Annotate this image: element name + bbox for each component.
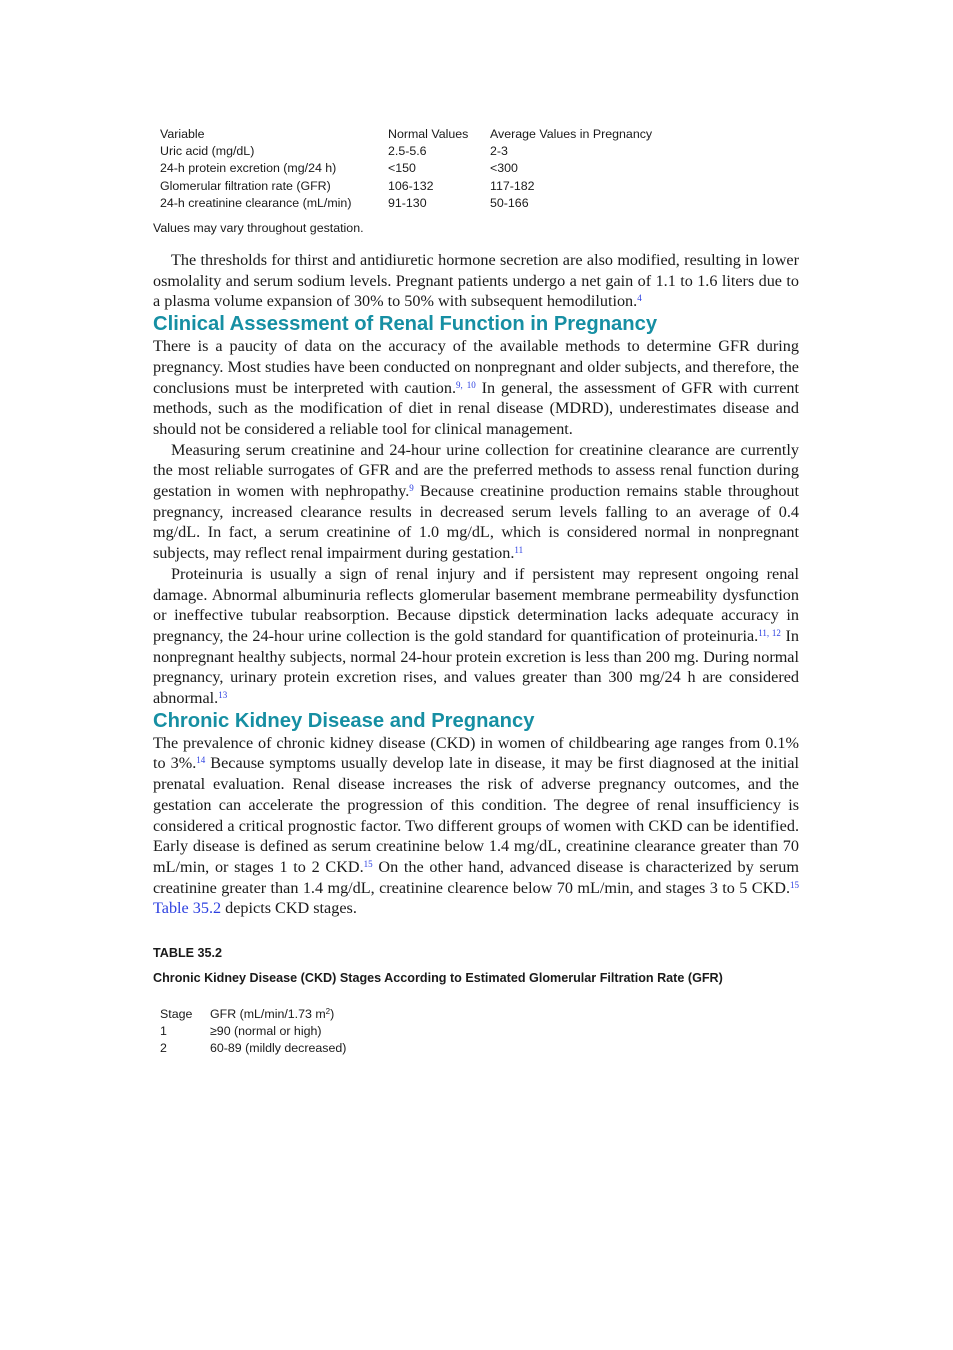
citation-link[interactable]: 11 bbox=[514, 545, 524, 556]
table-row: 1 ≥90 (normal or high) bbox=[160, 1023, 346, 1040]
table-header-cell: Normal Values bbox=[388, 127, 469, 141]
paragraph-text: Because creatinine production remains st… bbox=[153, 482, 800, 563]
superscript: 2 bbox=[325, 1006, 331, 1016]
table-footnote: Values may vary throughout gestation. bbox=[153, 221, 364, 236]
table-row: 2 60-89 (mildly decreased) bbox=[160, 1040, 346, 1057]
table-cell: 117-182 bbox=[490, 178, 535, 193]
table-cell: <150 bbox=[388, 161, 416, 176]
table-cell: ≥90 (normal or high) bbox=[210, 1023, 322, 1038]
table-cell: 2 bbox=[160, 1041, 167, 1056]
table-header-cell: Average Values in Pregnancy bbox=[490, 127, 653, 141]
table-cell: 1 bbox=[160, 1023, 167, 1038]
table-cell: 50-166 bbox=[490, 195, 529, 210]
citation-link[interactable]: 15 bbox=[790, 879, 799, 890]
table-header-cell: Variable bbox=[160, 127, 205, 141]
header-text: ) bbox=[330, 1006, 335, 1021]
paragraph-text: In general, the assessment of GFR with c… bbox=[153, 378, 799, 438]
citation-link[interactable]: 11, 12 bbox=[758, 627, 781, 638]
citation-link[interactable]: 9, 10 bbox=[456, 379, 476, 390]
page-content: Variable Normal Values Average Values in… bbox=[153, 126, 799, 1057]
section-heading: Clinical Assessment of Renal Function in… bbox=[153, 313, 658, 336]
body-paragraph: Proteinuria is usually a sign of renal i… bbox=[153, 564, 799, 709]
table-cell: 106-132 bbox=[388, 178, 434, 193]
table-header-cell: Stage bbox=[160, 1006, 193, 1021]
table-cell: 2.5-5.6 bbox=[388, 144, 427, 159]
citation-link[interactable]: 9 bbox=[409, 483, 414, 494]
citation-link[interactable]: 14 bbox=[196, 755, 206, 766]
paragraph-text: On the other hand, advanced disease is c… bbox=[153, 858, 799, 897]
paragraph-text: The thresholds for thirst and antidiuret… bbox=[153, 251, 799, 311]
ckd-stages-table-wrapper: Stage GFR (mL/min/1.73 m2) 1 ≥90 (normal… bbox=[153, 1006, 799, 1058]
paragraph-text: There is a paucity of data on the accura… bbox=[153, 337, 799, 397]
table-header-row: Stage GFR (mL/min/1.73 m2) bbox=[160, 1006, 346, 1023]
header-text: GFR (mL/min/1.73 m bbox=[210, 1006, 326, 1021]
table-label: TABLE 35.2 bbox=[153, 946, 223, 961]
table-cell: Uric acid (mg/dL) bbox=[160, 144, 255, 159]
paragraph-text: Because symptoms usually develop late in… bbox=[153, 754, 799, 876]
table-cell: <300 bbox=[490, 161, 518, 176]
table-cell: 24-h protein excretion (mg/24 h) bbox=[160, 161, 337, 176]
citation-link[interactable]: 15 bbox=[363, 859, 373, 869]
body-paragraph: There is a paucity of data on the accura… bbox=[153, 336, 799, 440]
body-paragraph: Measuring serum creatinine and 24-hour u… bbox=[153, 440, 799, 564]
table-cell: 60-89 (mildly decreased) bbox=[210, 1041, 347, 1056]
table-cell: Glomerular filtration rate (GFR) bbox=[160, 178, 331, 193]
table-cell: 91-130 bbox=[388, 195, 427, 210]
table-row: Glomerular filtration rate (GFR) 106-132… bbox=[160, 178, 652, 195]
table-row: Uric acid (mg/dL) 2.5-5.6 2-3 bbox=[160, 143, 652, 160]
body-paragraph: The thresholds for thirst and antidiuret… bbox=[153, 250, 799, 312]
citation-link[interactable]: 4 bbox=[637, 293, 642, 304]
table-row: 24-h protein excretion (mg/24 h) <150 <3… bbox=[160, 160, 652, 177]
paragraph-text: Proteinuria is usually a sign of renal i… bbox=[153, 564, 799, 645]
section-heading: Chronic Kidney Disease and Pregnancy bbox=[153, 709, 535, 732]
table-header-cell: GFR (mL/min/1.73 m2) bbox=[210, 1006, 346, 1023]
ckd-stages-table: Stage GFR (mL/min/1.73 m2) 1 ≥90 (normal… bbox=[160, 1006, 346, 1058]
renal-values-table: Variable Normal Values Average Values in… bbox=[160, 126, 652, 212]
paragraph-text: Measuring serum creatinine and 24-hour u… bbox=[153, 440, 799, 501]
table-cell: 24-h creatinine clearance (mL/min) bbox=[160, 195, 352, 210]
citation-link[interactable]: 13 bbox=[218, 690, 228, 701]
table-row: 24-h creatinine clearance (mL/min) 91-13… bbox=[160, 195, 652, 212]
table-header-row: Variable Normal Values Average Values in… bbox=[160, 126, 652, 143]
paragraph-text: The prevalence of chronic kidney disease… bbox=[153, 733, 799, 773]
table-caption: Chronic Kidney Disease (CKD) Stages Acco… bbox=[153, 971, 723, 986]
paragraph-text: depicts CKD stages. bbox=[221, 899, 357, 918]
paragraph-text: In nonpregnant healthy subjects, normal … bbox=[153, 626, 799, 708]
table-cell: 2-3 bbox=[490, 144, 508, 159]
table-reference-link[interactable]: Table 35.2 bbox=[153, 899, 222, 918]
body-paragraph: The prevalence of chronic kidney disease… bbox=[153, 733, 799, 919]
